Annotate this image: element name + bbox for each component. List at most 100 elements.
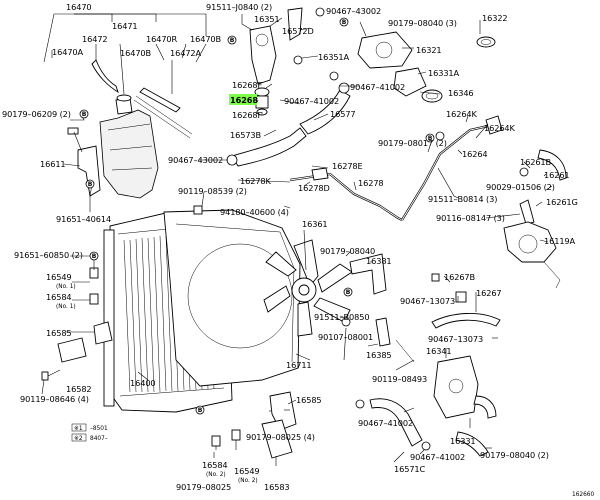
highlight-16268 xyxy=(229,94,257,105)
label-16361: 16361 xyxy=(302,219,328,229)
label-90029-01506: 90029–01506 (2) xyxy=(486,182,555,192)
reserve-tank xyxy=(99,94,159,199)
label-16470: 16470 xyxy=(66,2,92,12)
label-16470B-mid: 16470B xyxy=(120,48,152,58)
svg-text:※2: ※2 xyxy=(74,436,83,442)
bolt-94180-40600 xyxy=(193,205,203,215)
label-no2-a: (No. 2) xyxy=(206,472,226,478)
lower-hose-16571C xyxy=(369,398,423,447)
label-16577: 16577 xyxy=(330,109,356,119)
upper-hose-16573B xyxy=(231,127,307,167)
sensor-16385 xyxy=(375,317,391,347)
label-91651-60850: 91651–60850 (2) xyxy=(14,250,83,260)
label-16331A: 16331A xyxy=(428,68,460,78)
gasket-16322 xyxy=(476,36,496,48)
part-labels: 16470 16471 16472 16470R 16470B 16470A 1… xyxy=(2,2,578,492)
hose-clamp xyxy=(226,154,238,166)
bypass-hose-16267 xyxy=(431,312,501,329)
label-16264K-a: 16264K xyxy=(446,109,478,119)
label-16470A: 16470A xyxy=(52,47,84,57)
support-16583 xyxy=(261,419,293,459)
label-no1-b: (No. 1) xyxy=(56,304,76,310)
clamp-16267B xyxy=(455,291,467,303)
clamp xyxy=(435,131,445,141)
label-16471: 16471 xyxy=(112,21,138,31)
label-16385: 16385 xyxy=(366,350,392,360)
label-16549-b: 16549 xyxy=(234,466,260,476)
label-90116-08147: 90116–08147 (3) xyxy=(436,213,505,223)
svg-text:B: B xyxy=(428,135,433,142)
cushion-16584-a xyxy=(89,293,99,305)
label-16119A: 16119A xyxy=(544,236,576,246)
reserve-hose xyxy=(91,59,119,94)
wire xyxy=(395,339,415,363)
svg-text:B: B xyxy=(230,37,235,44)
label-16278K: 16278K xyxy=(240,176,272,186)
label-90467-41002-a: 90467–41002 xyxy=(350,82,405,92)
label-16278D: 16278D xyxy=(298,183,330,193)
label-16470R: 16470R xyxy=(146,34,178,44)
bracket-16278D xyxy=(311,167,329,181)
label-90119-08539: 90119–08539 (2) xyxy=(178,186,247,196)
label-16611: 16611 xyxy=(40,159,66,169)
label-91511-B0850: 91511–B0850 xyxy=(314,312,370,322)
support-16585-left xyxy=(93,321,113,345)
fan-shroud xyxy=(163,209,301,387)
label-16268-highlighted: 16268 xyxy=(230,95,258,105)
clamp-16351A xyxy=(293,55,303,65)
bracket-16381 xyxy=(349,253,387,295)
label-90467-43002-mid: 90467–43002 xyxy=(168,155,223,165)
label-16585-bot: 16585 xyxy=(296,395,322,405)
label-16400: 16400 xyxy=(130,378,156,388)
label-90467-13073-a: 90467–13073 xyxy=(400,296,455,306)
label-16278: 16278 xyxy=(358,178,384,188)
clamp xyxy=(421,441,431,451)
label-90467-41002-b: 90467–41002 xyxy=(284,96,339,106)
support-16585 xyxy=(269,391,297,431)
clamp-90467-41002 xyxy=(329,71,339,81)
label-16571C: 16571C xyxy=(394,464,426,474)
svg-text:B: B xyxy=(92,253,97,260)
water-inlet-16331 xyxy=(433,355,497,419)
label-90467-41002-c: 90467–41002 xyxy=(358,418,413,428)
label-90179-08040-2: 90179–08040 (2) xyxy=(480,450,549,460)
label-16268F-b: 16268F xyxy=(232,110,263,120)
label-16264K-b: 16264K xyxy=(484,123,516,133)
label-16583: 16583 xyxy=(264,482,290,492)
cushion-16549-b xyxy=(231,429,241,441)
label-16331: 16331 xyxy=(450,436,476,446)
svg-text:B: B xyxy=(346,289,351,296)
hose-16264K xyxy=(485,115,503,135)
label-90179-08040-3: 90179–08040 (3) xyxy=(388,18,457,28)
label-16351: 16351 xyxy=(254,14,280,24)
label-16268F: 16268F xyxy=(232,80,263,90)
hose-16261 xyxy=(537,149,567,181)
label-90467-41002-d: 90467–41002 xyxy=(410,452,465,462)
label-90119-08493: 90119–08493 xyxy=(372,374,427,384)
overflow-line xyxy=(133,99,191,139)
label-16264: 16264 xyxy=(462,149,488,159)
clamp-90467-43002 xyxy=(315,7,325,17)
hose-16261G xyxy=(519,199,535,225)
label-16711: 16711 xyxy=(286,360,312,370)
label-16573B: 16573B xyxy=(230,130,262,140)
svg-text:※1: ※1 xyxy=(74,426,83,432)
svg-text:B: B xyxy=(342,19,347,26)
label-90179-08025-4: 90179–08025 (4) xyxy=(246,432,315,442)
label-16261B: 16261B xyxy=(520,157,552,167)
bolt-90119-08646 xyxy=(41,371,49,381)
hose-16572D xyxy=(287,7,303,41)
label-16584-b: 16584 xyxy=(202,460,228,470)
callout-markers: B B B B B B B B xyxy=(79,17,435,415)
label-16341: 16341 xyxy=(426,346,452,356)
label-90467-13073-b: 90467–13073 xyxy=(428,334,483,344)
bolt-90179-06209 xyxy=(67,127,79,135)
label-16321: 16321 xyxy=(416,45,442,55)
label-94180-40600: 94180–40600 (4) xyxy=(220,207,289,217)
label-90119-08646: 90119–08646 (4) xyxy=(20,394,89,404)
icon-16267B-marker xyxy=(431,273,440,282)
label-16261: 16261 xyxy=(544,170,570,180)
label-16472A: 16472A xyxy=(170,48,202,58)
clamp xyxy=(519,167,529,177)
